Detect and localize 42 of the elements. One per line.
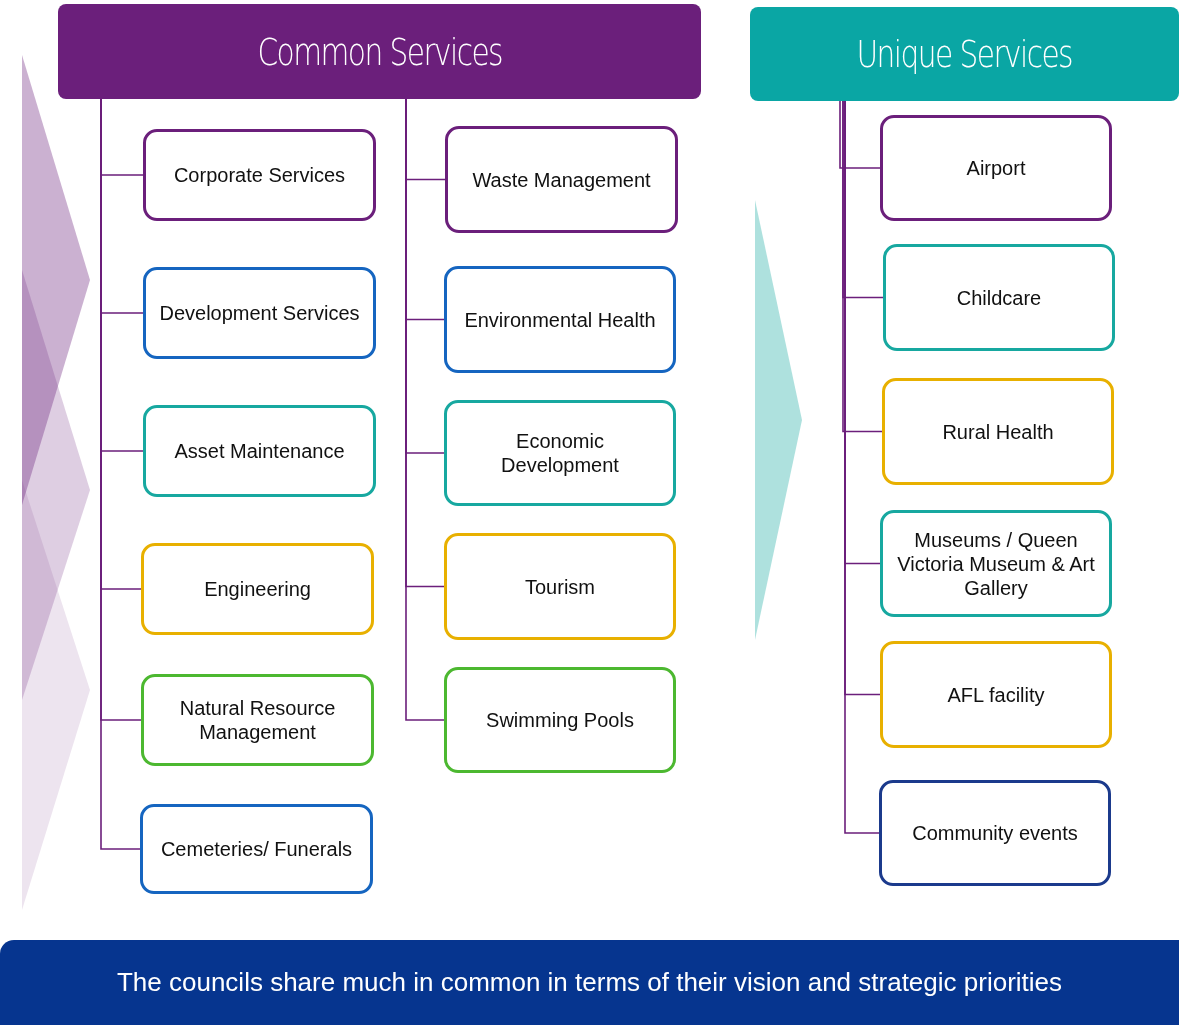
service-box bbox=[445, 126, 678, 233]
service-label: Tourism bbox=[525, 574, 595, 599]
service-label: Museums / Queen Victoria Museum & Art Gallery bbox=[896, 527, 1096, 600]
service-box bbox=[444, 266, 676, 373]
service-label: Economic Development bbox=[500, 429, 620, 477]
service-box bbox=[882, 378, 1114, 485]
service-label: Waste Management bbox=[472, 167, 651, 192]
service-label: AFL facility bbox=[947, 682, 1045, 707]
connector-line bbox=[842, 100, 883, 433]
service-label: Corporate Services bbox=[173, 163, 346, 187]
connector-line bbox=[839, 100, 881, 169]
service-box bbox=[883, 244, 1115, 351]
header-bar bbox=[750, 7, 1179, 101]
service-label: Rural Health bbox=[942, 419, 1054, 444]
service-label: Environmental Health bbox=[464, 307, 656, 332]
service-label: Cemeteries/ Funerals bbox=[160, 837, 353, 861]
service-label: Asset Maintenance bbox=[174, 439, 345, 463]
service-box bbox=[879, 780, 1111, 886]
header-title: Common Services bbox=[257, 29, 502, 74]
header-title: Unique Services bbox=[856, 32, 1073, 76]
connector-line bbox=[844, 100, 880, 834]
service-box bbox=[880, 115, 1112, 221]
service-label: Development Services bbox=[159, 301, 360, 325]
service-box bbox=[141, 674, 374, 766]
service-label: Airport bbox=[966, 156, 1026, 180]
service-label: Childcare bbox=[956, 285, 1042, 310]
service-box bbox=[143, 405, 376, 497]
header-bar bbox=[58, 4, 701, 99]
service-box bbox=[444, 400, 676, 506]
service-box bbox=[143, 129, 376, 221]
caption-text: The councils share much in common in terms of their vision and strategic priorities bbox=[116, 967, 1063, 998]
service-box bbox=[141, 543, 374, 635]
service-box bbox=[140, 804, 373, 894]
service-label: Natural Resource Management bbox=[178, 696, 337, 744]
service-label: Engineering bbox=[204, 577, 311, 601]
service-label: Swimming Pools bbox=[486, 708, 634, 732]
service-box bbox=[880, 510, 1112, 617]
service-label: Community events bbox=[912, 821, 1078, 845]
service-box bbox=[444, 667, 676, 773]
service-box bbox=[143, 267, 376, 359]
service-box bbox=[444, 533, 676, 640]
service-box bbox=[880, 641, 1112, 748]
